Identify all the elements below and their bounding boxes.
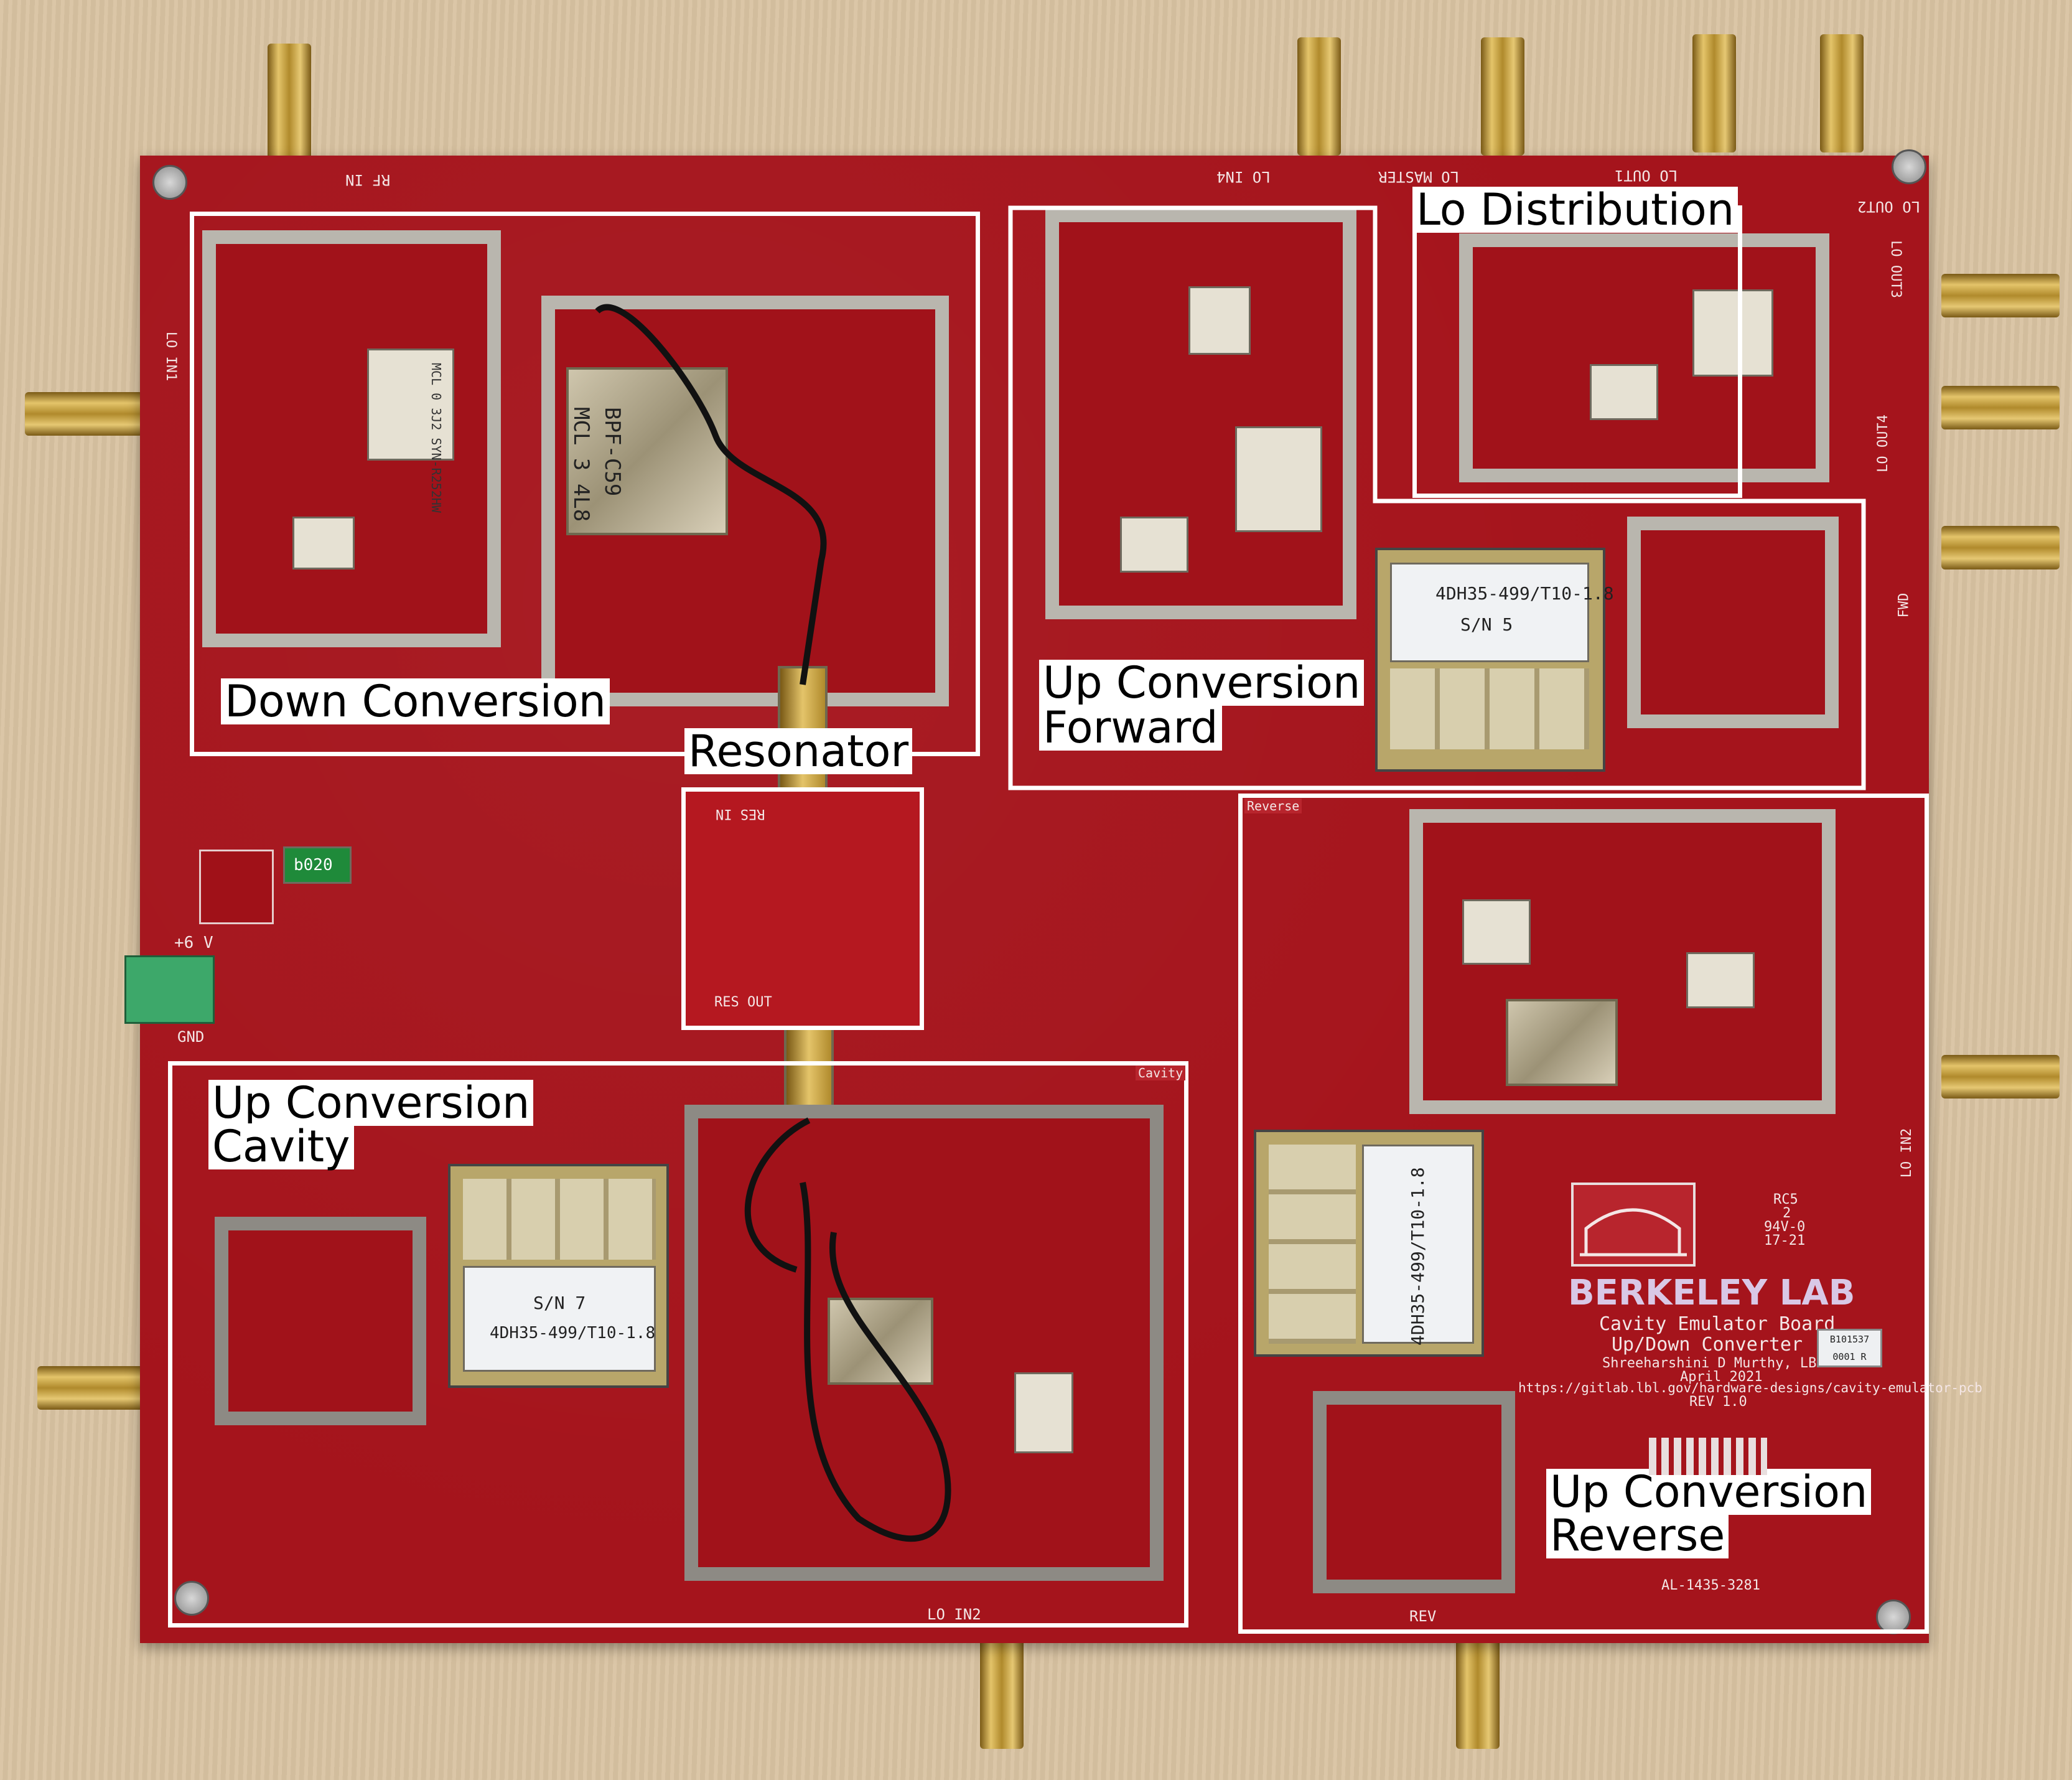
sma-lo-in1[interactable] xyxy=(25,392,143,436)
silk-lo-in2-right: LO IN2 xyxy=(1899,1128,1915,1178)
ddch-chip-cavity xyxy=(1014,1372,1073,1453)
gnd-label: GND xyxy=(177,1028,205,1046)
screw-icon xyxy=(152,165,187,200)
label-up-conversion-reverse-1: Up Conversion xyxy=(1546,1469,1872,1515)
sma-lo-in4[interactable] xyxy=(1297,37,1341,156)
silk-lo-out2: LO OUT2 xyxy=(1857,198,1921,215)
resonator-board xyxy=(684,787,924,1030)
sma-rev[interactable] xyxy=(1456,1631,1500,1749)
silk-reverse-tag: Reverse xyxy=(1244,799,1302,813)
power-terminal[interactable] xyxy=(124,955,215,1024)
ddch-chip-lo xyxy=(1590,364,1658,420)
mark-4: 17-21 xyxy=(1764,1233,1806,1248)
silk-cavity-tag: Cavity xyxy=(1136,1066,1186,1080)
sma-lo-master[interactable] xyxy=(1481,37,1524,156)
qr-code xyxy=(1649,1438,1767,1475)
mixer-cavity: S/N 7 4DH35-499/T10-1.8 xyxy=(448,1164,669,1388)
sma-cavity-in[interactable] xyxy=(37,1366,156,1410)
up-conversion-forward-outline xyxy=(1008,205,1867,790)
resonator-outline xyxy=(681,787,924,1030)
adp-splitter xyxy=(1692,289,1773,377)
syn-mixer-forward xyxy=(1235,426,1322,532)
screw-icon xyxy=(1892,149,1926,184)
up-conversion-cavity-outline xyxy=(168,1061,1188,1628)
mark-2: 2 xyxy=(1783,1206,1791,1221)
syn-mixer-down: MCL 0 3J2 SYN-R252HW xyxy=(367,349,454,513)
ddch-chip-reverse-2 xyxy=(1686,952,1755,1008)
ddch-chip-reverse-1 xyxy=(1462,899,1531,965)
sma-lo-in2-bottom[interactable] xyxy=(980,1631,1024,1749)
sma-lo-in2-right[interactable] xyxy=(1941,1055,2060,1098)
label-down-conversion: Down Conversion xyxy=(221,678,610,724)
board-author: Shreeharshini D Murthy, LBNL xyxy=(1602,1356,1833,1371)
sma-rf-in[interactable] xyxy=(268,44,311,162)
silk-fwd: FWD xyxy=(1896,593,1912,618)
label-lo-distribution: Lo Distribution xyxy=(1412,187,1738,233)
silk-lo-in2-bottom: LO IN2 xyxy=(927,1606,981,1623)
rf-shield-forward-right xyxy=(1627,517,1839,728)
sma-lo-out2[interactable] xyxy=(1820,34,1864,152)
silk-lo-in4: LO IN4 xyxy=(1216,168,1271,185)
silk-rf-in: RF IN xyxy=(345,171,391,189)
rf-shield-cavity-right xyxy=(684,1105,1164,1581)
silk-rev: REV xyxy=(1409,1608,1437,1625)
rf-shield-cavity-left xyxy=(215,1217,426,1425)
silk-lo-out4: LO OUT4 xyxy=(1875,415,1891,472)
serial-badge: B101537 0001 R xyxy=(1817,1329,1882,1367)
board-part: AL-1435-3281 xyxy=(1661,1578,1760,1593)
silk-res-out: RES OUT xyxy=(714,995,772,1010)
sma-lo-out1[interactable] xyxy=(1692,34,1736,152)
ddch-chip-down xyxy=(292,517,355,569)
board-date: April 2021 xyxy=(1680,1369,1763,1385)
label-up-conversion-cavity-1: Up Conversion xyxy=(208,1080,534,1126)
board-line-2: Up/Down Converter xyxy=(1612,1334,1803,1356)
label-up-conversion-forward-1: Up Conversion xyxy=(1039,660,1365,706)
adch-chip-forward-top xyxy=(1188,286,1251,355)
rf-shield-forward xyxy=(1045,208,1356,619)
label-resonator: Resonator xyxy=(684,728,913,774)
label-up-conversion-reverse-2: Reverse xyxy=(1546,1512,1729,1558)
syn-mixer-cavity xyxy=(828,1298,933,1385)
brand-text: BERKELEY LAB xyxy=(1568,1273,1855,1313)
silk-res-in: RES IN xyxy=(716,806,765,822)
fuse: b020 xyxy=(283,846,352,884)
berkeley-lab-logo xyxy=(1571,1183,1696,1267)
silk-lo-out1: LO OUT1 xyxy=(1615,167,1678,184)
mark-3: 94V-0 xyxy=(1764,1219,1806,1235)
silk-lo-master: LO MASTER xyxy=(1378,168,1460,185)
mixer-forward: 4DH35-499/T10-1.8 S/N 5 xyxy=(1375,548,1614,772)
lo-distribution-outline xyxy=(1412,205,1742,498)
syn-mixer-reverse xyxy=(1506,999,1618,1086)
bpf-filter: MCL 3 4L8 BPF-C59 xyxy=(566,367,728,535)
silk-lo-in1: LO IN1 xyxy=(163,331,179,382)
sma-fwd[interactable] xyxy=(1941,526,2060,569)
silk-lo-out3: LO OUT3 xyxy=(1887,240,1903,298)
mixer-reverse: 4DH35-499/T10-1.8 xyxy=(1254,1130,1484,1357)
mark-1: RC5 xyxy=(1773,1192,1798,1207)
sma-lo-out4[interactable] xyxy=(1941,386,2060,429)
rf-shield-reverse-bottom xyxy=(1313,1391,1515,1593)
plus6v-label: +6 V xyxy=(174,934,213,952)
down-conversion-outline xyxy=(190,212,980,756)
board-rev: REV 1.0 xyxy=(1689,1394,1747,1410)
sma-lo-out3[interactable] xyxy=(1941,274,2060,317)
power-jack xyxy=(199,850,274,924)
up-conversion-reverse-outline xyxy=(1238,794,1929,1634)
label-up-conversion-forward-2: Forward xyxy=(1039,705,1222,751)
board-line-1: Cavity Emulator Board xyxy=(1599,1313,1836,1335)
board-url: https://gitlab.lbl.gov/hardware-designs/… xyxy=(1518,1380,1982,1395)
ddch-chip-forward xyxy=(1120,517,1188,573)
label-up-conversion-cavity-2: Cavity xyxy=(208,1123,354,1169)
screw-icon xyxy=(174,1581,209,1616)
